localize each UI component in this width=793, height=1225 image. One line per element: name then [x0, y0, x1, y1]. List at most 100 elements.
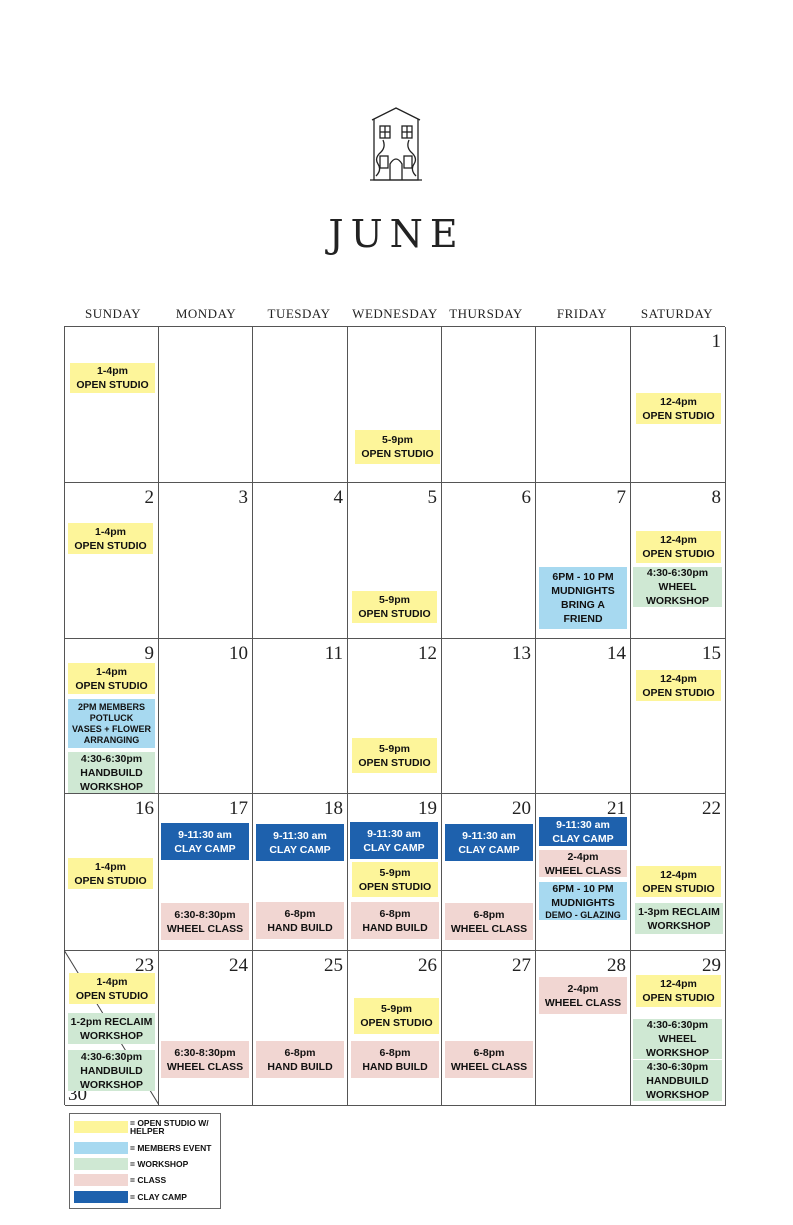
day-cell[interactable]	[536, 327, 631, 483]
day-cell[interactable]: 29	[631, 951, 726, 1106]
day-cell[interactable]: 17	[159, 794, 253, 951]
day-cell[interactable]: 18	[253, 794, 348, 951]
day-cell[interactable]: 20	[442, 794, 536, 951]
day-number: 27	[512, 955, 531, 976]
day-number: 14	[607, 643, 626, 664]
day-number: 22	[702, 798, 721, 819]
calendar-grid: 1 2 3 4 5 6 7 8 9 10 11 12 13 14 15 16 1…	[64, 326, 726, 1106]
day-cell[interactable]: 24	[159, 951, 253, 1106]
day-number: 25	[324, 955, 343, 976]
day-cell[interactable]: 15	[631, 639, 726, 794]
day-cell[interactable]: 25	[253, 951, 348, 1106]
day-number: 20	[512, 798, 531, 819]
day-number: 26	[418, 955, 437, 976]
day-number: 8	[711, 487, 722, 508]
day-number: 1	[711, 331, 722, 352]
day-cell[interactable]: 23	[65, 951, 159, 1106]
day-number: 6	[521, 487, 532, 508]
weekday-thursday: THURSDAY	[449, 306, 523, 321]
legend-item-class: = CLASS	[74, 1174, 216, 1186]
day-number: 10	[229, 643, 248, 664]
day-cell[interactable]: 7	[536, 483, 631, 639]
day-cell[interactable]	[65, 327, 159, 483]
day-cell[interactable]: 22	[631, 794, 726, 951]
weekday-header-row: SUNDAY MONDAY TUESDAY WEDNESDAY THURSDAY…	[64, 306, 726, 326]
day-cell[interactable]: 21	[536, 794, 631, 951]
day-cell[interactable]: 27	[442, 951, 536, 1106]
day-cell[interactable]: 9	[65, 639, 159, 794]
day-number: 21	[607, 798, 626, 819]
weekday-wednesday: WEDNESDAY	[352, 306, 438, 321]
day-cell[interactable]	[159, 327, 253, 483]
day-cell[interactable]: 14	[536, 639, 631, 794]
day-cell[interactable]: 12	[348, 639, 442, 794]
day-cell[interactable]: 3	[159, 483, 253, 639]
day-cell[interactable]: 16	[65, 794, 159, 951]
day-cell[interactable]	[348, 327, 442, 483]
weekday-friday: FRIDAY	[556, 306, 608, 321]
day-cell[interactable]: 28	[536, 951, 631, 1106]
day-number: 16	[135, 798, 154, 819]
day-cell[interactable]: 1	[631, 327, 726, 483]
day-cell[interactable]: 8	[631, 483, 726, 639]
day-cell[interactable]: 13	[442, 639, 536, 794]
day-cell[interactable]: 10	[159, 639, 253, 794]
house-logo-icon	[370, 107, 422, 181]
day-number: 3	[238, 487, 249, 508]
weekday-sunday: SUNDAY	[85, 306, 141, 321]
day-number: 4	[333, 487, 344, 508]
day-cell[interactable]: 19	[348, 794, 442, 951]
month-title: JUNE	[328, 212, 465, 256]
day-cell[interactable]: 11	[253, 639, 348, 794]
day-cell[interactable]: 4	[253, 483, 348, 639]
day-cell[interactable]: 26	[348, 951, 442, 1106]
day-number: 2	[144, 487, 155, 508]
day-cell[interactable]: 6	[442, 483, 536, 639]
day-cell[interactable]	[253, 327, 348, 483]
day-cell[interactable]: 2	[65, 483, 159, 639]
day-cell[interactable]	[442, 327, 536, 483]
weekday-monday: MONDAY	[175, 306, 237, 321]
day-cell[interactable]: 5	[348, 483, 442, 639]
